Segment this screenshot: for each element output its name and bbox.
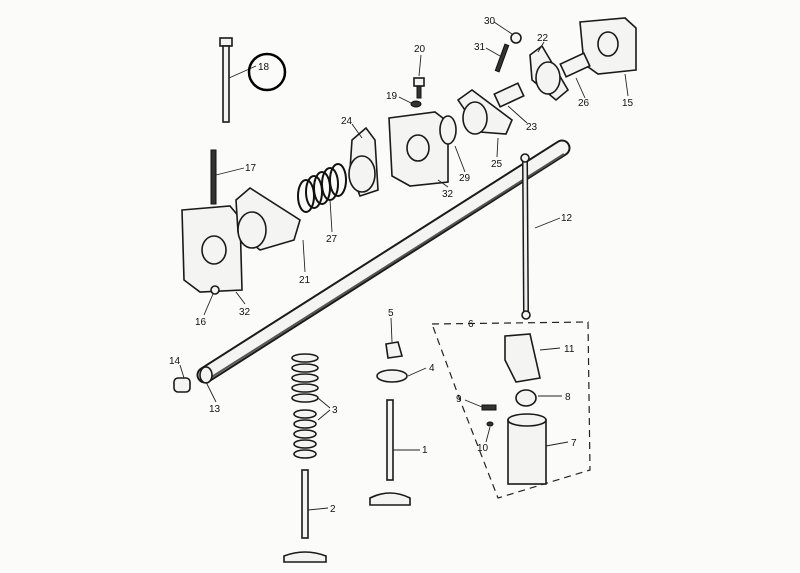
label-7[interactable]: 7 bbox=[571, 438, 577, 449]
tappet bbox=[507, 413, 547, 485]
locating-screw-head bbox=[413, 77, 425, 87]
label-10[interactable]: 10 bbox=[477, 443, 489, 454]
pushrod bbox=[520, 153, 531, 320]
label-5[interactable]: 5 bbox=[388, 308, 394, 319]
shaft-spring bbox=[297, 163, 347, 213]
label-8[interactable]: 8 bbox=[565, 392, 571, 403]
label-14[interactable]: 14 bbox=[169, 356, 181, 367]
rocker-arm-25 bbox=[456, 89, 513, 135]
rocker-arm-21 bbox=[235, 187, 301, 251]
label-22[interactable]: 22 bbox=[537, 33, 549, 44]
label-6[interactable]: 6 bbox=[468, 319, 474, 330]
label-19[interactable]: 19 bbox=[386, 91, 398, 102]
valve-collets bbox=[385, 341, 404, 359]
part-labels: 30 31 22 20 18 19 26 15 24 23 17 25 29 3… bbox=[169, 16, 634, 515]
label-15[interactable]: 15 bbox=[622, 98, 634, 109]
label-23[interactable]: 23 bbox=[526, 122, 538, 133]
highlight-circle bbox=[247, 52, 287, 92]
washer bbox=[439, 115, 457, 145]
exhaust-valve bbox=[283, 469, 327, 563]
guide-screw bbox=[481, 404, 497, 411]
stud bbox=[210, 149, 217, 205]
long-bolt bbox=[219, 37, 233, 123]
label-29[interactable]: 29 bbox=[459, 173, 471, 184]
rocker-arm-22 bbox=[529, 44, 570, 102]
label-31[interactable]: 31 bbox=[474, 42, 486, 53]
spacer-23 bbox=[493, 82, 525, 108]
shaft-plug bbox=[173, 377, 191, 393]
valve-springs bbox=[291, 353, 319, 459]
guide-washer bbox=[486, 421, 494, 427]
rocker-pedestal-left bbox=[181, 205, 243, 293]
label-9[interactable]: 9 bbox=[456, 394, 462, 405]
locating-screw bbox=[416, 85, 422, 99]
core-plug bbox=[210, 285, 220, 295]
rocker-pedestal-middle bbox=[388, 111, 449, 187]
label-13[interactable]: 13 bbox=[209, 404, 221, 415]
label-1[interactable]: 1 bbox=[422, 445, 428, 456]
rocker-shaft bbox=[196, 139, 571, 384]
spacer-26 bbox=[559, 52, 591, 78]
spring-cap bbox=[376, 369, 408, 383]
tappet-guide bbox=[504, 333, 541, 383]
label-21[interactable]: 21 bbox=[299, 275, 311, 286]
label-2[interactable]: 2 bbox=[330, 504, 336, 515]
label-25[interactable]: 25 bbox=[491, 159, 503, 170]
tappet-roller bbox=[515, 389, 537, 407]
label-30[interactable]: 30 bbox=[484, 16, 496, 27]
label-27[interactable]: 27 bbox=[326, 234, 338, 245]
adjusting-screw bbox=[494, 43, 510, 73]
lock-washer bbox=[410, 100, 422, 108]
leader-lines bbox=[179, 21, 629, 511]
label-26[interactable]: 26 bbox=[578, 98, 590, 109]
label-24[interactable]: 24 bbox=[341, 116, 353, 127]
label-17[interactable]: 17 bbox=[245, 163, 257, 174]
label-4[interactable]: 4 bbox=[429, 363, 435, 374]
locknut bbox=[510, 32, 522, 44]
label-16[interactable]: 16 bbox=[195, 317, 207, 328]
label-20[interactable]: 20 bbox=[414, 44, 426, 55]
inlet-valve bbox=[369, 399, 411, 506]
label-11[interactable]: 11 bbox=[564, 344, 575, 355]
label-32-left[interactable]: 32 bbox=[239, 307, 251, 318]
label-3[interactable]: 3 bbox=[332, 405, 338, 416]
label-32-middle[interactable]: 32 bbox=[442, 189, 454, 200]
label-18[interactable]: 18 bbox=[258, 62, 270, 73]
rocker-arm-24 bbox=[348, 126, 379, 198]
label-12[interactable]: 12 bbox=[561, 213, 573, 224]
